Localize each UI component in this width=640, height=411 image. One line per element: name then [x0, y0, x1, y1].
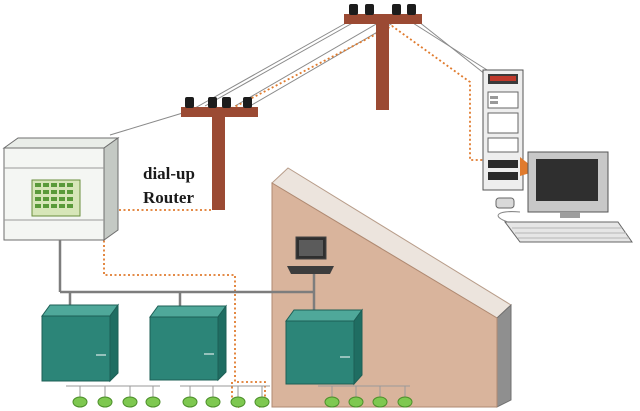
sensor-icon	[230, 396, 246, 408]
sensor-icons	[72, 396, 413, 408]
control-panel-icon	[41, 303, 119, 383]
overhead-wires	[109, 15, 496, 136]
sensor-wires	[66, 385, 410, 398]
utility-pole-icon	[344, 4, 422, 110]
sensor-icon	[372, 396, 388, 408]
router-label-line1: dial-up	[143, 164, 195, 183]
sensor-icon	[205, 396, 221, 408]
control-panel-icon	[285, 308, 363, 386]
sensor-icon	[72, 396, 88, 408]
server-tower-icon	[482, 69, 524, 191]
sensor-icon	[254, 396, 270, 408]
utility-pole-icon	[181, 97, 258, 210]
sensor-icon	[145, 396, 161, 408]
sensor-icon	[97, 396, 113, 408]
sensor-icon	[397, 396, 413, 408]
network-bus	[58, 240, 316, 312]
laptop-icon	[287, 236, 334, 274]
sensor-icon	[182, 396, 198, 408]
control-panel-icon	[149, 304, 227, 382]
sensor-icon	[122, 396, 138, 408]
sensor-icon	[324, 396, 340, 408]
sensor-icon	[348, 396, 364, 408]
desktop-computer-icon	[495, 151, 633, 243]
router-label-line2: Router	[143, 188, 194, 207]
router-cabinet-icon	[2, 137, 120, 241]
